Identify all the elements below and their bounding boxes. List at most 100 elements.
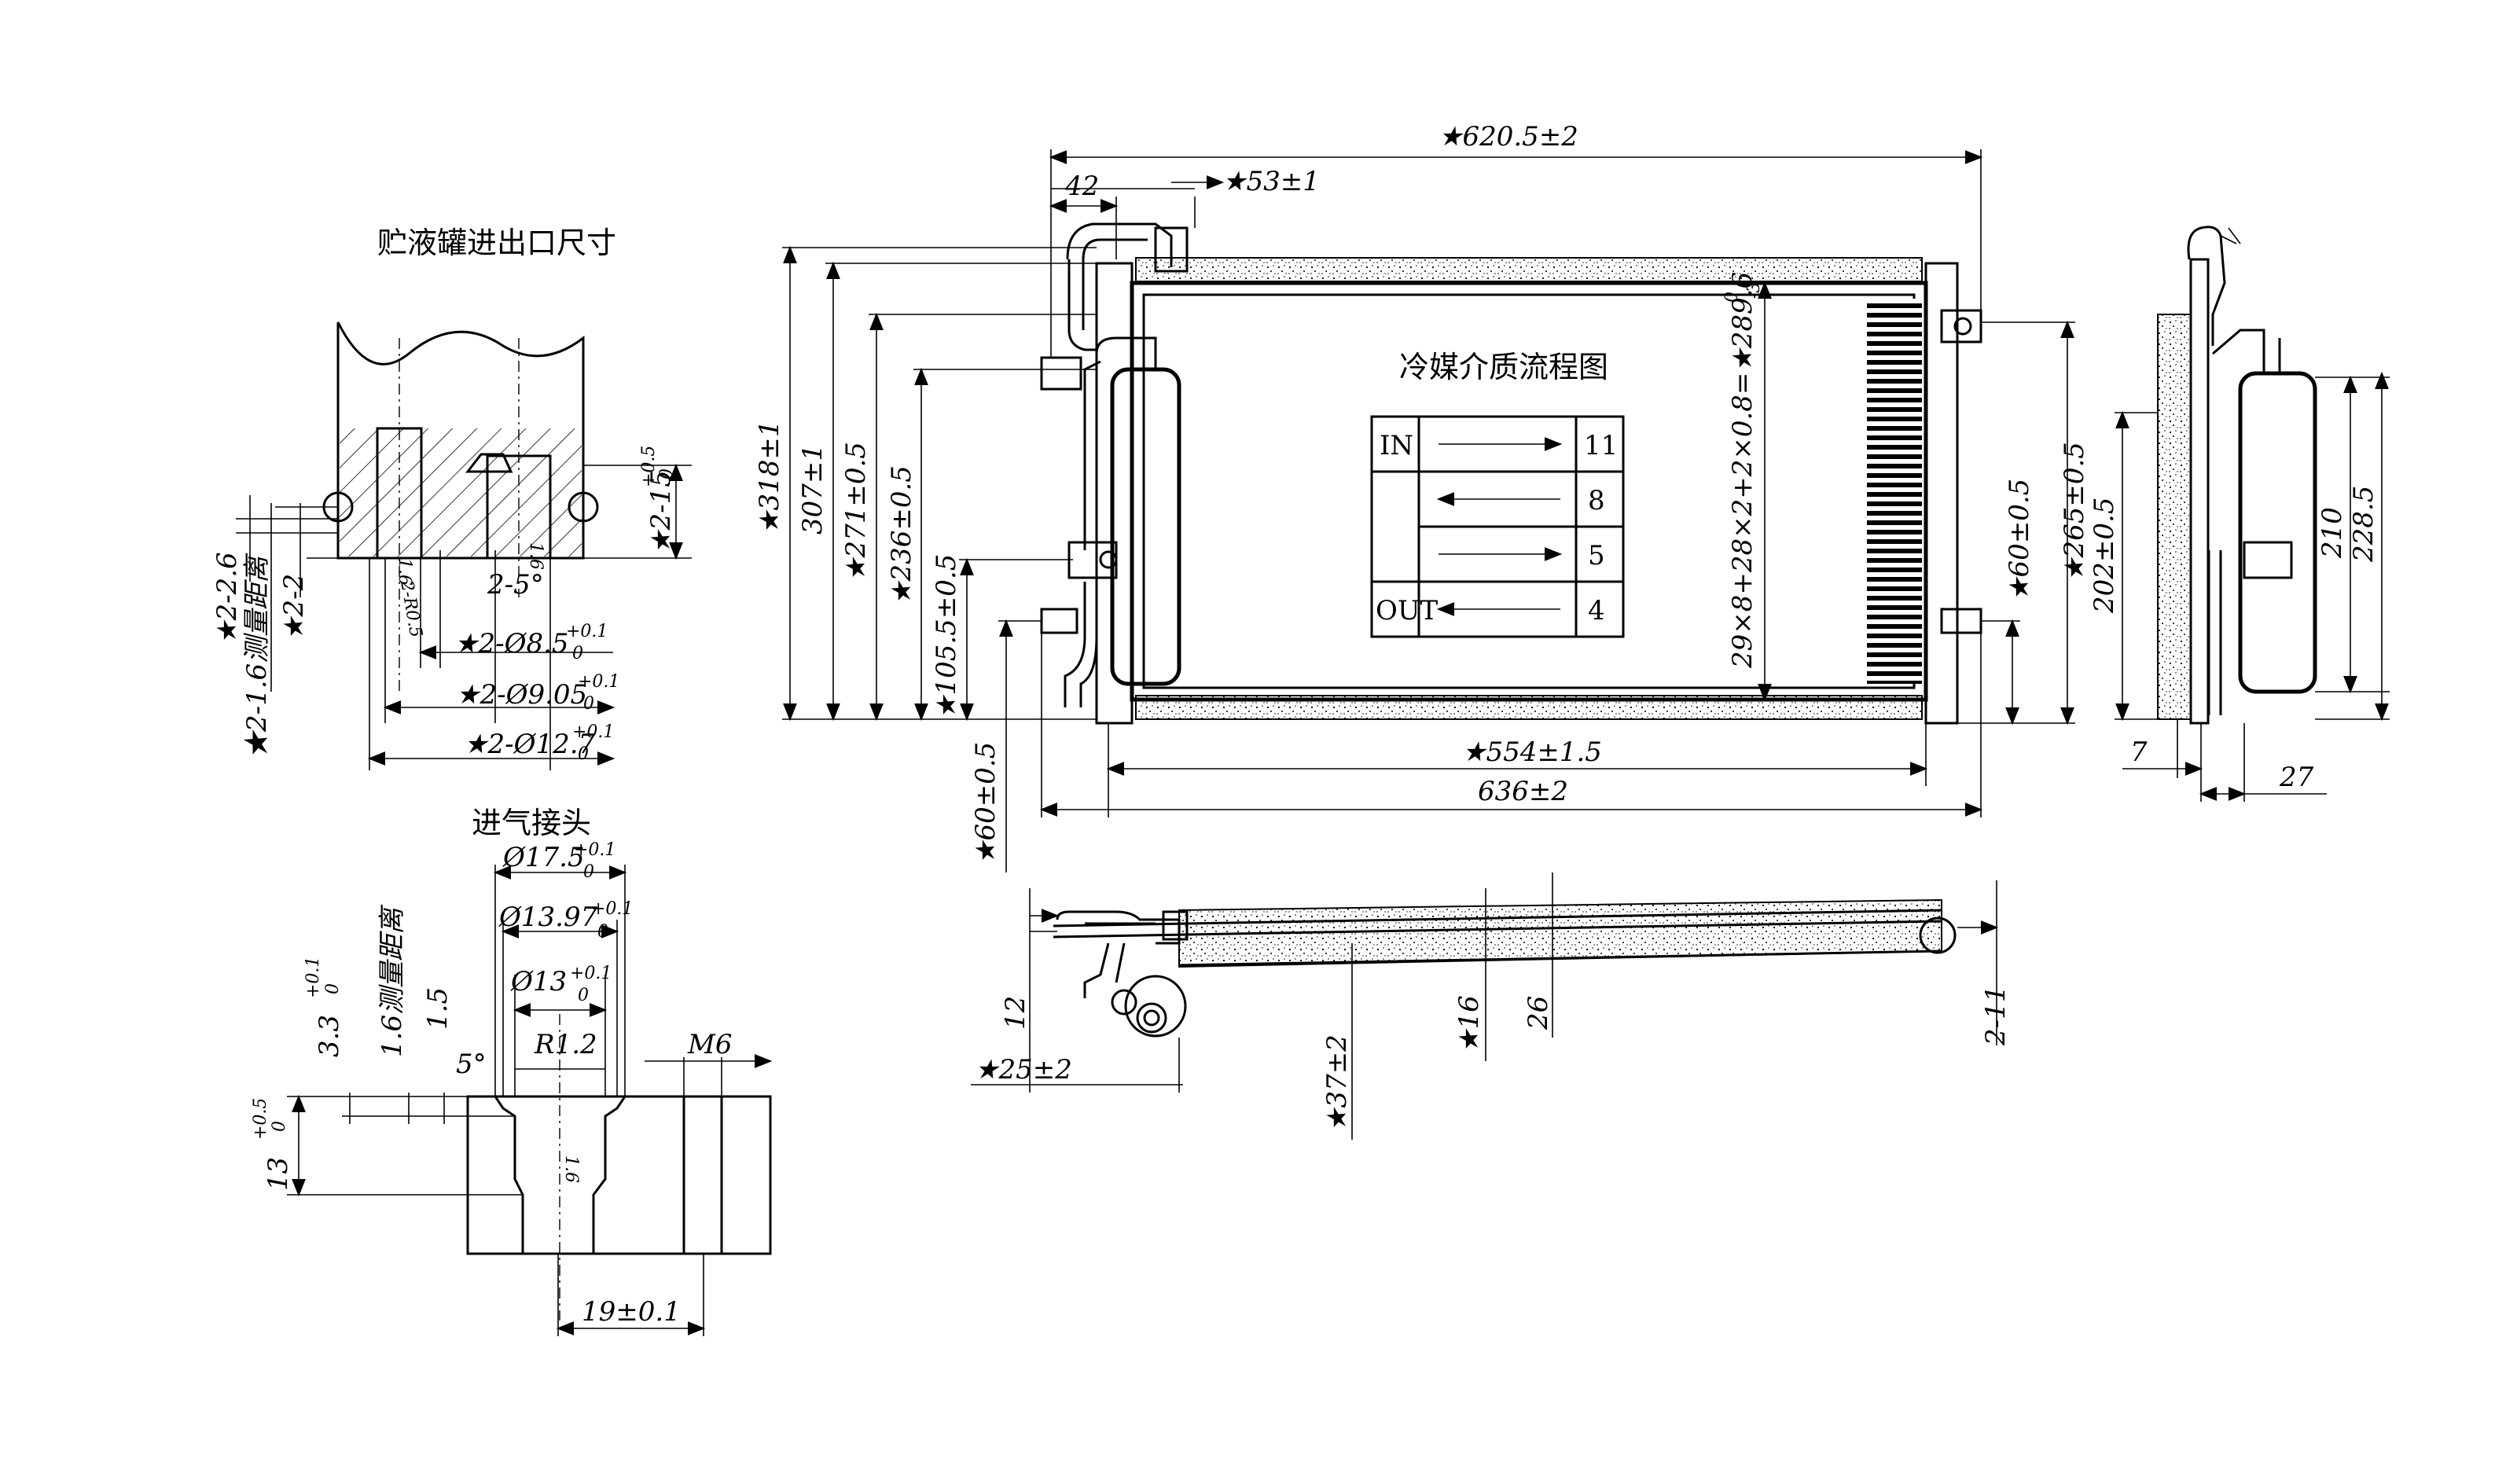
dim-25: ★25±2 <box>975 1054 1072 1085</box>
receiver-port-hatch <box>340 428 582 556</box>
dim-1.6-meas: 1.6测量距离 <box>377 904 408 1057</box>
bracket-top-right <box>1940 309 1982 343</box>
bottom-core <box>1053 909 1942 967</box>
bracket-top-left <box>1040 356 1082 391</box>
flow-row-4-left: OUT <box>1376 595 1439 626</box>
side-pipe-drier <box>2212 329 2281 373</box>
flow-diagram-title: 冷媒介质流程图 <box>1399 350 1608 384</box>
inlet-fitting-section: 进气接头 Ø17.5 +0.1 0 Ø13.97 +0.1 <box>251 806 773 1336</box>
dim-210: 210 <box>2317 507 2348 559</box>
svg-text:0: 0 <box>583 862 594 882</box>
flow-row-1-right: 11 <box>1584 430 1618 461</box>
bottom-boss <box>1919 916 1957 954</box>
dim-2-15: ★2-15 <box>645 470 677 554</box>
o-ring-right <box>568 491 599 523</box>
bottom-pipes <box>1056 910 1181 945</box>
dim-7: 7 <box>2130 736 2148 768</box>
label-1.6b: 1.6 <box>526 542 546 570</box>
fin-pattern <box>1867 299 1922 684</box>
bracket-bottom-right <box>1940 608 1982 634</box>
svg-text:0: 0 <box>578 744 589 764</box>
dim-dia-13.97: Ø13.97 <box>498 902 598 933</box>
svg-text:0: 0 <box>1722 292 1742 303</box>
dim-318: ★318±1 <box>754 421 785 535</box>
right-header <box>1924 262 1959 725</box>
pipe-inlet-drop <box>1067 259 1097 351</box>
svg-text:0: 0 <box>572 644 583 663</box>
dim-42: 42 <box>1064 171 1099 202</box>
label-1.6: 1.6 <box>561 1155 581 1183</box>
receiver-port-body <box>336 321 585 560</box>
dim-105.5: ★105.5±0.5 <box>931 554 962 719</box>
svg-text:0: 0 <box>597 922 608 942</box>
condenser-bottom-view: 12 ★25±2 ★37±2 ★16 26 2-11 <box>971 872 2012 1140</box>
dim-271: ★271±0.5 <box>840 442 872 582</box>
flow-row-1-left: IN <box>1380 430 1413 461</box>
receiver-bore-left <box>376 427 423 560</box>
dim-307: 307±1 <box>797 444 829 534</box>
svg-text:0: 0 <box>323 983 343 994</box>
dim-3.3: 3.3 <box>314 1015 345 1057</box>
dim-53: ★53±1 <box>1222 166 1320 197</box>
dim-60-right: ★60±0.5 <box>2004 479 2035 601</box>
flow-row-4-right: 4 <box>1588 595 1605 626</box>
side-foam <box>2157 314 2192 720</box>
svg-text:0: 0 <box>578 986 589 1005</box>
dim-37: ★37±2 <box>1321 1034 1353 1132</box>
dim-60-left: ★60±0.5 <box>970 742 1001 865</box>
svg-text:0: 0 <box>657 468 677 479</box>
side-pipe-top <box>2187 226 2226 346</box>
bottom-pipe-drop <box>1083 942 1126 998</box>
dim-angle: 2-5° <box>487 569 544 601</box>
dim-12: 12 <box>1000 996 1031 1030</box>
dim-2-2.6: ★2-2.6 <box>211 552 243 645</box>
svg-text:+0.1: +0.1 <box>572 722 614 742</box>
receiver-port-title: 贮液罐进出口尺寸 <box>377 226 616 260</box>
svg-text:0: 0 <box>270 1121 289 1132</box>
svg-text:+0.5: +0.5 <box>251 1098 270 1140</box>
dim-2-11: 2-11 <box>1980 986 2012 1046</box>
flow-table: IN 11 8 5 OUT 4 <box>1370 415 1625 638</box>
dim-236: ★236±0.5 <box>886 465 917 605</box>
side-clamp <box>2243 541 2293 579</box>
svg-text:+0.5: +0.5 <box>639 446 659 487</box>
dim-2-1.6: ★2-1.6测量距离 <box>241 553 273 759</box>
svg-text:0: 0 <box>583 694 594 714</box>
svg-text:+0.1: +0.1 <box>574 840 615 860</box>
dim-554: ★554±1.5 <box>1462 736 1602 768</box>
dim-265: ★265±0.5 <box>2059 442 2090 582</box>
condenser-side-view: 202±0.5 210 228.5 7 27 <box>2089 226 2390 802</box>
dim-636: 636±2 <box>1478 776 1568 807</box>
inlet-fitting <box>1154 226 1189 273</box>
pipe-outlet <box>1064 582 1098 707</box>
dim-19: 19±0.1 <box>582 1296 681 1328</box>
dim-27: 27 <box>2279 762 2314 793</box>
svg-text:+0.1: +0.1 <box>303 957 323 998</box>
svg-text:+0.1: +0.1 <box>566 622 608 641</box>
dim-2-2: ★2-2 <box>278 574 310 641</box>
left-header <box>1095 262 1134 725</box>
drier-clamp <box>1067 541 1118 579</box>
dim-202: 202±0.5 <box>2089 498 2120 614</box>
dim-13: 13 <box>263 1157 294 1191</box>
dim-dia-9.05: ★2-Ø9.05 <box>456 679 587 711</box>
inlet-fitting-title: 进气接头 <box>472 806 591 840</box>
m6-hole <box>682 1095 723 1255</box>
flow-row-2-right: 8 <box>1588 485 1605 516</box>
side-core <box>2189 258 2210 725</box>
bracket-bottom-left <box>1040 608 1078 634</box>
dim-dia-13: Ø13 <box>510 966 567 997</box>
dim-angle-5: 5° <box>456 1049 487 1080</box>
dim-m6: M6 <box>687 1029 732 1060</box>
side-receiver <box>2238 371 2317 694</box>
dim-26: 26 <box>1523 996 1554 1030</box>
condenser-front-view: 冷媒介质流程图 IN 11 8 5 OUT 4 29×8+28×2+2×0.8=… <box>754 121 2090 872</box>
receiver-bore-chamfer <box>465 453 513 473</box>
inlet-fitting-body <box>466 1095 772 1255</box>
dim-r1.2: R1.2 <box>534 1029 597 1060</box>
dim-620.5: ★620.5±2 <box>1439 121 1578 152</box>
foam-strip-top <box>1135 257 1923 282</box>
dim-16: ★16 <box>1453 995 1485 1053</box>
flow-row-3-right: 5 <box>1588 540 1605 571</box>
